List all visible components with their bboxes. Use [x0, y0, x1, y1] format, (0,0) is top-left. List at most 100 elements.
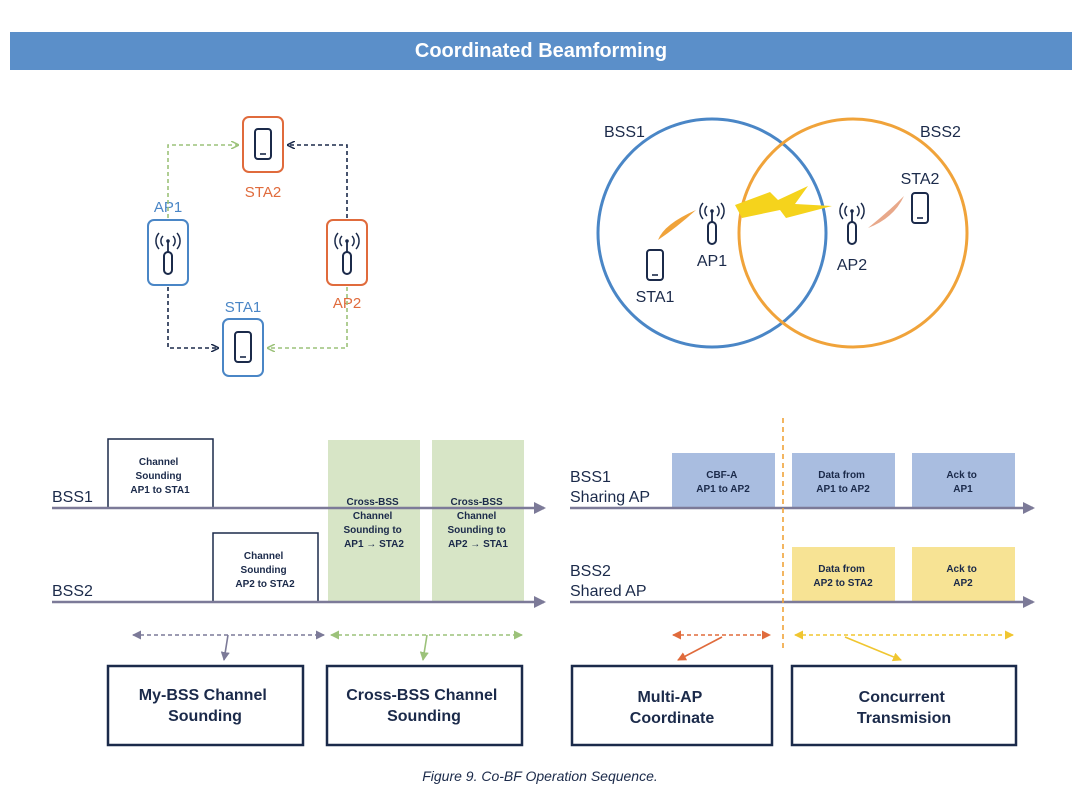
cbf-a-line: CBF-A	[706, 470, 737, 481]
cross-bss-phase-box	[325, 664, 524, 747]
svg-text:Data from AP2 to STA2: Data from AP2 to STA2	[813, 564, 873, 589]
block2-line: AP2 to STA2	[235, 579, 295, 590]
phone-icon	[234, 331, 252, 363]
cross-bss-block-1	[328, 440, 420, 602]
cbf-a-line: AP1 to AP2	[696, 484, 750, 495]
sta1-label: STA1	[225, 299, 261, 316]
antenna-icon	[333, 232, 361, 275]
data-ap2-line: Data from	[818, 564, 865, 575]
right-bss-diagram: BSS1 BSS2 STA2 AP1 AP2 STA1	[596, 117, 969, 349]
ap1-to-sta2-link	[167, 145, 238, 218]
block4-line: AP2 → STA1	[448, 539, 508, 550]
multi-ap-phase-box	[570, 664, 774, 747]
right-timeline: BSS1 Sharing AP BSS2 Shared AP CBF-A AP1…	[570, 418, 1035, 747]
svg-text:Channel Sounding A: Channel Sounding AP2 to STA2	[235, 551, 295, 590]
block3-line: AP1 → STA2	[344, 539, 404, 550]
svg-text:Cross-BSS Channel: Cross-BSS Channel Sounding to AP2 → STA1	[447, 497, 508, 550]
ack-ap2-line: Ack to	[946, 564, 977, 575]
antenna-icon	[838, 202, 866, 245]
phase-label: Cross-BSS Channel	[346, 687, 497, 704]
svg-text:My-BSS Channel Sounding: My-BSS Channel Sounding	[139, 687, 271, 725]
ap1-beam	[658, 210, 696, 240]
sounding-block-bss1	[107, 438, 214, 509]
block4-line: Channel	[457, 511, 497, 522]
data-ap1-block	[792, 453, 895, 508]
data-ap2-line: AP2 to STA2	[813, 578, 873, 589]
page-title: Coordinated Beamforming	[414, 39, 668, 62]
phone-icon	[646, 249, 664, 281]
data-ap1-line: AP1 to AP2	[816, 484, 870, 495]
phase-label: Multi-AP	[637, 689, 702, 706]
figure-caption: Figure 9. Co-BF Operation Sequence.	[422, 768, 658, 784]
lightning-icon	[735, 186, 832, 218]
concurrent-phase-box	[790, 664, 1018, 747]
title-bar: Coordinated Beamforming	[10, 32, 1072, 70]
antenna-icon	[154, 232, 182, 275]
svg-text:Cross-BSS Channel Soundi: Cross-BSS Channel Sounding	[346, 687, 502, 725]
svg-text:Channel Sounding A: Channel Sounding AP1 to STA1	[130, 457, 190, 496]
ack-ap1-line: AP1	[953, 484, 973, 495]
antenna-icon	[698, 202, 726, 245]
multi-ap-pointer	[677, 636, 723, 661]
svg-text:BSS1 Sharing AP: BSS1 Sharing AP	[570, 469, 650, 506]
block3-line: Cross-BSS	[346, 497, 399, 508]
ap2-to-sta1-link	[268, 287, 348, 348]
block4-line: Sounding to	[447, 525, 505, 536]
ap2-label: AP2	[837, 257, 867, 274]
block2-line: Channel	[244, 551, 284, 562]
concurrent-pointer	[844, 636, 902, 662]
bss1-label: BSS1	[604, 124, 645, 141]
phase-label: Concurrent	[859, 689, 946, 706]
bss1-row-label: BSS1	[52, 489, 93, 506]
phone-icon	[911, 192, 929, 224]
block2-line: Sounding	[241, 565, 287, 576]
left-topology-diagram: STA2 AP1 AP2 STA1	[147, 116, 368, 377]
bss2-label: BSS2	[920, 124, 961, 141]
svg-text:Cross-BSS Channel: Cross-BSS Channel Sounding to AP1 → STA2	[343, 497, 404, 550]
svg-text:Concurrent Transmision: Concurrent Transmision	[857, 689, 951, 727]
sharing-ap-label: Sharing AP	[570, 489, 650, 506]
ap2-beam	[868, 196, 904, 228]
block3-line: Sounding to	[343, 525, 401, 536]
ack-ap1-block	[912, 453, 1015, 508]
cross-bss-block-2	[432, 440, 524, 602]
cross-bss-pointer	[419, 634, 429, 661]
svg-text:CBF-A AP1 to AP2: CBF-A AP1 to AP2	[696, 470, 750, 495]
sta2-label: STA2	[245, 184, 281, 201]
block3-line: Channel	[353, 511, 393, 522]
svg-text:Ack to AP2: Ack to AP2	[946, 564, 979, 589]
svg-text:Ack to AP1: Ack to AP1	[946, 470, 979, 495]
svg-text:Data from AP1 to AP2: Data from AP1 to AP2	[816, 470, 870, 495]
data-ap1-line: Data from	[818, 470, 865, 481]
ap1-label: AP1	[697, 253, 727, 270]
phase-label: Coordinate	[630, 710, 715, 727]
phone-icon	[254, 128, 272, 160]
sta1-label: STA1	[636, 289, 675, 306]
phase-label: My-BSS Channel	[139, 687, 267, 704]
ack-ap2-line: AP2	[953, 578, 973, 589]
block4-line: Cross-BSS	[450, 497, 503, 508]
ap2-to-sta2-link	[288, 145, 348, 218]
sta1-device-box	[222, 318, 264, 377]
left-timeline: BSS1 BSS2 Channel Sounding AP1 to STA1 C…	[52, 438, 546, 747]
ack-ap2-block	[912, 547, 1015, 602]
phase-label: Sounding	[168, 708, 242, 725]
cbf-a-block	[672, 453, 775, 508]
block1-line: Channel	[139, 457, 179, 468]
ap1-device-box	[147, 219, 189, 286]
ack-ap1-line: Ack to	[946, 470, 977, 481]
sta2-device-box	[242, 116, 284, 173]
bss2-coverage-circle	[737, 117, 969, 349]
bss1-coverage-circle	[596, 117, 828, 349]
sharing-ap-label: BSS1	[570, 469, 611, 486]
phase-label: Transmision	[857, 710, 951, 727]
block1-line: Sounding	[136, 471, 182, 482]
sta2-label: STA2	[901, 171, 940, 188]
svg-text:Multi-AP Coordinate: Multi-AP Coordinate	[630, 689, 715, 727]
phase-label: Sounding	[387, 708, 461, 725]
shared-ap-label: Shared AP	[570, 583, 647, 600]
ap2-device-box	[326, 219, 368, 286]
block1-line: AP1 to STA1	[130, 485, 190, 496]
sounding-block-bss2	[212, 532, 319, 603]
